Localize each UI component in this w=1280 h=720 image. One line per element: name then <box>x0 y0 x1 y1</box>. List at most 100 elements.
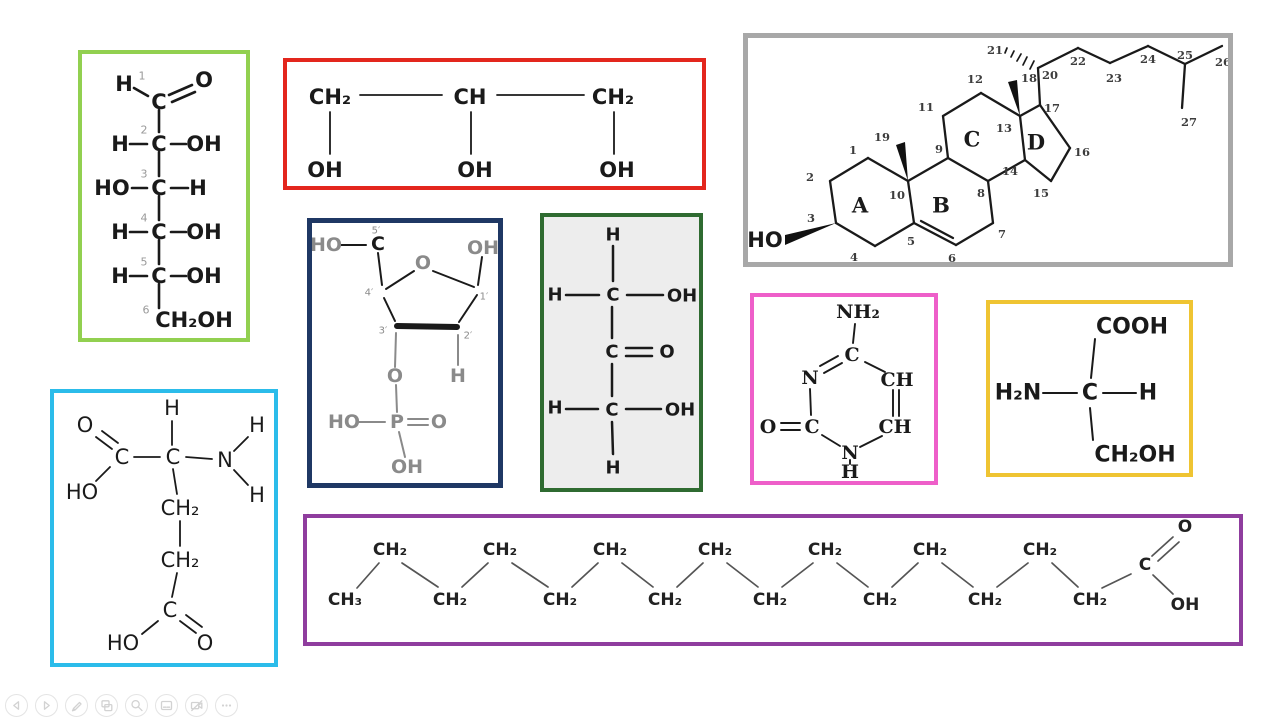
slides-grid-icon <box>101 700 113 712</box>
atom-label: 7 <box>998 227 1006 241</box>
atom-label: N <box>217 448 233 472</box>
atom-label: CH₂ <box>698 540 732 560</box>
atom-label: 6 <box>143 304 150 317</box>
atom-label: OH <box>457 158 492 182</box>
atom-label: HO <box>94 176 129 200</box>
atom-label: C <box>1139 555 1151 575</box>
atom-label: A <box>851 193 869 218</box>
atom-label: O <box>431 411 447 433</box>
atom-label: OH <box>1171 595 1200 615</box>
atom-label: H <box>111 220 129 244</box>
atom-label: CH₂OH <box>1094 443 1175 468</box>
more-options-button[interactable] <box>215 694 238 717</box>
atom-label: C <box>163 598 178 622</box>
atom-label: CH₂ <box>161 548 200 572</box>
atom-label: C <box>151 176 166 200</box>
atom-label: C <box>844 344 859 366</box>
atom-label: N <box>841 442 858 464</box>
atom-label: C <box>151 132 166 156</box>
atom-label: 4 <box>141 212 148 225</box>
atom-label: 2 <box>141 124 148 137</box>
atom-label: OH <box>186 220 221 244</box>
atom-label: H <box>111 264 129 288</box>
serine-bonds <box>1042 338 1137 441</box>
atom-label: 4′ <box>365 288 374 299</box>
atom-label: 2 <box>806 170 814 184</box>
fatty-acid-atom-labels: CH₃CH₂CH₂CH₂CH₂CH₂CH₂CH₂CH₂CH₂CH₂CH₂CH₂C… <box>328 518 1199 615</box>
atom-label: NH₂ <box>836 301 880 323</box>
atom-label: HO <box>748 228 783 252</box>
zoom-slide-button[interactable] <box>125 694 148 717</box>
atom-label: 11 <box>918 100 934 114</box>
atom-label: O <box>387 365 403 387</box>
atom-label: 3 <box>807 211 815 225</box>
atom-label: P <box>390 411 404 433</box>
atom-label: CH₂ <box>968 590 1002 610</box>
atom-label: H <box>547 285 562 306</box>
fatty-acid-structure: CH₃CH₂CH₂CH₂CH₂CH₂CH₂CH₂CH₂CH₂CH₂CH₂CH₂C… <box>328 518 1199 615</box>
atom-label: CH₂ <box>373 540 407 560</box>
atom-label: H <box>111 132 129 156</box>
pen-tools-button[interactable] <box>65 694 88 717</box>
atom-label: 9 <box>935 142 943 156</box>
see-all-slides-button[interactable] <box>95 694 118 717</box>
atom-label: HO <box>66 480 98 504</box>
previous-slide-button[interactable] <box>5 694 28 717</box>
atom-label: 5 <box>141 256 148 269</box>
cholesterol-bonds <box>785 44 1224 248</box>
atom-label: H <box>605 458 620 479</box>
atom-label: 19 <box>874 130 890 144</box>
atom-label: O <box>77 413 94 437</box>
atom-label: OH <box>599 158 634 182</box>
atom-label: CH₂ <box>483 540 517 560</box>
atom-label: CH <box>454 85 487 109</box>
atom-label: 3′ <box>379 326 388 337</box>
atom-label: CH₂ <box>1023 540 1057 560</box>
atom-label: H <box>164 396 180 420</box>
left-triangle-icon <box>13 701 20 710</box>
atom-label: O <box>197 631 214 655</box>
atom-label: O <box>195 68 213 92</box>
fatty-acid-bonds <box>356 536 1180 595</box>
atom-label: CH₂OH <box>155 308 233 332</box>
magnifier-icon <box>131 699 143 712</box>
camera-toggle-button[interactable] <box>185 694 208 717</box>
atom-label: 1 <box>139 70 146 83</box>
atom-label: C <box>606 285 619 306</box>
atom-label: 6 <box>948 251 956 262</box>
atom-label: HO <box>328 411 360 433</box>
atom-label: CH₂ <box>648 590 682 610</box>
atom-label: 5 <box>907 234 915 248</box>
atom-label: CH <box>878 416 911 438</box>
captions-button[interactable] <box>155 694 178 717</box>
atom-label: C <box>151 220 166 244</box>
cytosine-bonds <box>780 323 900 465</box>
next-slide-button[interactable] <box>35 694 58 717</box>
atom-label: C <box>804 416 819 438</box>
atom-label: O <box>760 416 777 438</box>
atom-label: CH <box>880 369 913 391</box>
atom-label: 12 <box>967 72 983 86</box>
camera-off-icon <box>190 700 203 712</box>
atom-label: CH₂ <box>543 590 577 610</box>
atom-label: 4 <box>850 250 858 262</box>
atom-label: H <box>249 483 265 507</box>
atom-label: H <box>189 176 207 200</box>
atom-label: CH₂ <box>808 540 842 560</box>
atom-label: 20 <box>1042 68 1058 82</box>
atom-label: CH₂ <box>592 85 634 109</box>
atom-label: C <box>151 90 166 114</box>
atom-label: COOH <box>1096 315 1168 340</box>
atom-label: 13 <box>996 121 1012 135</box>
glycerol-bonds <box>329 94 615 155</box>
atom-label: OH <box>307 158 342 182</box>
